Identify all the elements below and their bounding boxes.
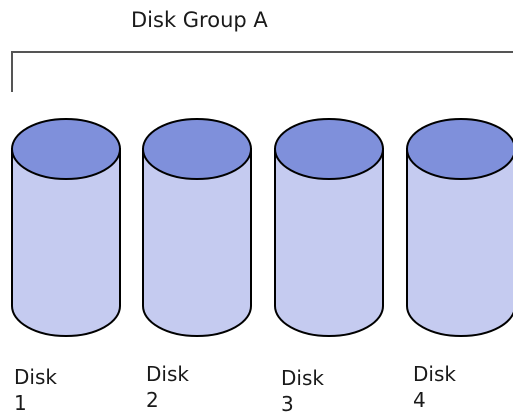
disk-top-2 [142,118,252,180]
disk-label-2: Disk 2 [146,361,189,413]
disk-label-4: Disk 4 [413,361,456,413]
disk-label-1-number: 1 [14,391,27,415]
disk-top-4 [406,118,513,180]
disk-label-2-word: Disk [146,362,189,386]
disk-cylinder-3 [274,118,384,337]
disk-group-title: Disk Group A [131,8,268,32]
disk-label-3-number: 3 [281,392,294,416]
disk-top-3 [274,118,384,180]
disk-label-3-word: Disk [281,366,324,390]
disk-cylinder-4 [406,118,513,337]
disk-label-4-number: 4 [413,388,426,412]
disk-body-2 [142,148,252,337]
disk-shapes [11,118,513,337]
disk-label-4-word: Disk [413,362,456,386]
disk-body-3 [274,148,384,337]
disk-label-1: Disk 1 [14,364,57,416]
disk-label-2-number: 2 [146,388,159,412]
group-bracket [11,51,513,92]
disk-top-1 [11,118,121,180]
disk-label-3: Disk 3 [281,365,324,417]
disk-body-1 [11,148,121,337]
disk-cylinder-2 [142,118,252,337]
disk-cylinder-1 [11,118,121,337]
disk-label-1-word: Disk [14,365,57,389]
